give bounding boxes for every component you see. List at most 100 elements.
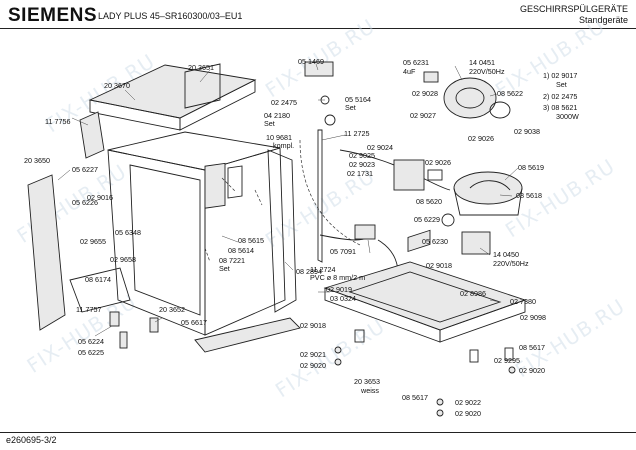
screw [436,409,444,417]
worktop-side [179,79,256,131]
part-label: 05 6617 [181,318,207,327]
part-label: 3) 08 5621 [543,103,577,112]
pump-outlet [489,101,511,119]
tray-foot [469,349,479,363]
part-label: 11 2724 [310,265,335,274]
part-label: 2) 02 2475 [543,92,577,101]
part-label: kompl. [273,141,294,150]
part-label: 05 6230 [422,237,448,246]
part-label: 04 2180 [264,111,290,120]
callout-line [204,247,211,263]
hose-assembly [299,61,451,286]
part-label: 02 8986 [460,289,486,298]
tray-foot [504,347,514,361]
part-label: 02 9018 [426,261,452,270]
part-label: 05 6227 [72,165,98,174]
part-label: 05 6348 [115,228,141,237]
part-label: 05 6229 [414,215,440,224]
brand-logo: SIEMENS [8,5,98,26]
part-label: 3000W [556,112,579,121]
capacitor [423,71,439,83]
part-label: 05 6224 [78,337,104,346]
sensor [427,169,443,181]
part-label: Set [264,119,275,128]
part-label: 20 3650 [24,156,50,165]
part-label: 05 6225 [78,348,104,357]
screw [334,346,342,354]
part-label: 05 1469 [298,57,324,66]
screw [334,358,342,366]
gasket [441,213,455,227]
part-label: 05 6231 [403,58,429,67]
callout-line [221,177,237,193]
category-subtitle: Standgeräte [578,15,628,25]
drain-pipe [317,129,323,263]
part-label: 08 5620 [416,197,442,206]
side-panel [27,174,66,331]
fasteners [119,331,516,417]
control-module [204,162,226,209]
part-label: 02 9021 [300,350,326,359]
cabinet-assembly [27,63,301,353]
part-label: 220V/50Hz [493,259,529,268]
part-label: 08 5615 [238,236,264,245]
inlet-valve [354,224,376,240]
part-label: 02 9024 [367,143,393,152]
model-title: LADY PLUS 45–SR160300/03–EU1 [98,11,243,21]
relay-board [227,165,243,199]
rear-strip [184,63,221,109]
part-label: 08 2894 [296,267,322,276]
sump-housing [453,187,523,216]
part-label: 02 2475 [271,98,297,107]
category-title: GESCHIRRSPÜLGERÄTE [519,4,628,14]
screw [508,366,516,374]
part-label: 20 3651 [188,63,214,72]
part-label: 220V/50Hz [469,67,505,76]
part-label: 14 0450 [493,250,519,259]
part-label: 02 9020 [300,361,326,370]
door-seal [267,149,297,313]
part-label: 02 9027 [410,111,436,120]
header-divider [0,28,636,29]
part-label: 02 9658 [110,255,136,264]
leader-lines [57,63,519,337]
part-label: 08 7221 [219,256,245,265]
part-label: 02 9023 [349,160,375,169]
adjustable-foot [149,317,159,333]
base-plate [69,267,131,313]
part-label: 4uF [403,67,416,76]
screw [436,398,444,406]
part-label: 02 9655 [80,237,106,246]
part-label: 1) 02 9017 [543,71,577,80]
part-label: 02 9028 [412,89,438,98]
mounting-bracket [79,111,105,159]
pump-impeller [455,87,485,109]
cabinet-frame-top [107,131,281,171]
part-label: 11 2725 [344,129,369,138]
foot-screw [119,331,128,349]
plinth-strip [194,317,301,353]
part-label: 02 9020 [455,409,481,418]
part-label: 08 5617 [519,343,545,352]
part-label: 11 7757 [76,305,101,314]
nut [324,114,336,126]
part-label: 20 3652 [159,305,185,314]
part-label: 02 9026 [425,158,451,167]
heater-coil [469,180,511,191]
drawing-id: e260695-3/2 [6,435,57,445]
part-label: 08 5622 [497,89,523,98]
part-label: Set [556,80,567,89]
water-softener [393,159,425,191]
part-label: 02 7380 [510,297,536,306]
circulation-pump [443,77,497,119]
part-label: 05 5164 [345,95,371,104]
part-label: 02 9020 [519,366,545,375]
part-label: 02 9295 [494,356,520,365]
part-label: 05 6226 [72,198,98,207]
hose-clamp [304,61,334,77]
tub-front [129,164,201,316]
part-label: 08 5614 [228,246,254,255]
adjustable-foot [109,311,120,327]
part-label: 02 9098 [520,313,546,322]
